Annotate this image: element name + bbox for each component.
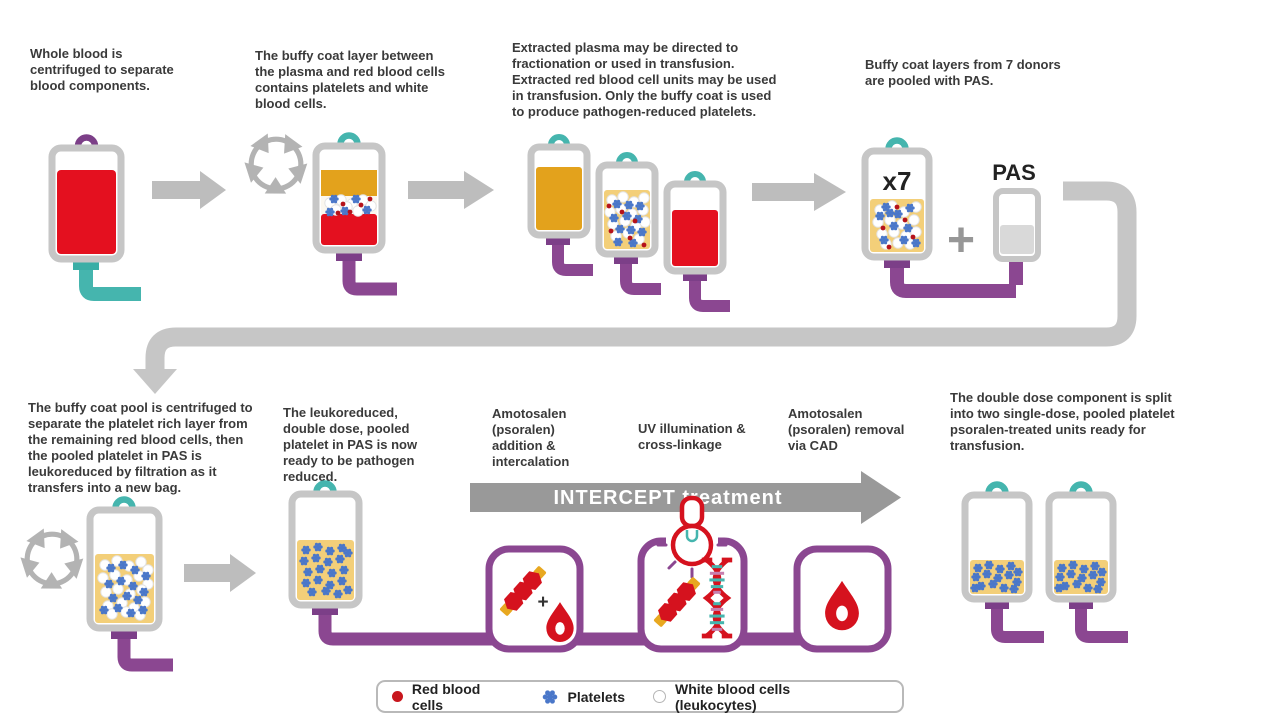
pooled-buffy-bag-x7: x7 [861, 137, 1023, 298]
bag-tube [1075, 608, 1128, 643]
bag-tube [991, 608, 1044, 643]
flow-arrow-3 [752, 173, 846, 211]
legend-label: Red blood cells [411, 680, 481, 713]
step-2-text: The buffy coat layer between the plasma … [255, 48, 445, 111]
plus-icon: + [537, 592, 548, 613]
amotosalen-addition-box: + [485, 545, 584, 653]
step-9-text: Amotosalen (psoralen) removal via CAD [788, 406, 905, 453]
flow-arrow-2 [408, 171, 494, 209]
intercept-label: INTERCEPT treatment [553, 487, 782, 509]
red-cell-fill [672, 210, 718, 266]
final-platelet-bag-2 [1045, 481, 1128, 643]
step-5-text: The buffy coat pool is centrifuged to se… [28, 400, 253, 495]
step-7-text: Amotosalen (psoralen) addition & interca… [492, 406, 570, 469]
uv-illumination-box [637, 495, 748, 653]
plasma-layer [321, 170, 377, 196]
step-10-text: The double dose component is split into … [950, 390, 1175, 453]
bag-tube [342, 260, 397, 296]
pas-bag [993, 188, 1041, 262]
legend-item-platelets: Platelets [542, 689, 625, 705]
whole-blood-bag [48, 134, 141, 301]
bag-tube [117, 638, 173, 672]
whole-blood-fill [57, 170, 116, 254]
plus-icon: + [947, 214, 975, 267]
final-platelet-bag-1 [961, 481, 1044, 643]
treatment-tube [318, 613, 884, 646]
step-3-text: Extracted plasma may be directed to frac… [512, 40, 777, 119]
platelet-icon [543, 689, 558, 704]
plasma-fill [536, 167, 582, 230]
pipe-arrowhead [133, 369, 177, 394]
buffy-pool-bag [86, 496, 173, 672]
bag-tube [890, 258, 1023, 298]
step-4-text: Buffy coat layers from 7 donors are pool… [865, 57, 1061, 88]
red-cell-layer [321, 214, 377, 245]
legend-item-red-blood-cells: Red blood cells [392, 681, 514, 713]
transfer-pipe [133, 181, 1137, 394]
white-blood-cell-icon [653, 690, 666, 703]
buffy-coat-bag [595, 152, 661, 295]
legend-item-white-blood-cells: White blood cells (leukocytes) [653, 681, 874, 713]
pas-label: PAS [992, 160, 1036, 185]
red-blood-cell-icon [392, 691, 403, 702]
plasma-bag [527, 134, 593, 276]
bag-tube [689, 280, 730, 312]
legend-label: White blood cells (leukocytes) [674, 680, 791, 713]
flow-arrow-1 [152, 171, 226, 209]
uv-bulb-icon [656, 495, 728, 579]
centrifuge-icon [13, 525, 89, 599]
pas-fill [1000, 225, 1034, 254]
red-cell-bag [663, 171, 730, 312]
bag-tube [620, 263, 661, 295]
step-6-text: The leukoreduced, double dose, pooled pl… [283, 405, 418, 484]
x7-label: x7 [883, 166, 912, 196]
step-8-text: UV illumination & cross-linkage [638, 421, 746, 452]
flow-arrow-4 [184, 554, 256, 592]
leukoreduced-platelet-bag [288, 480, 884, 646]
centrifuge-icon [237, 130, 313, 204]
legend: Red blood cells Platelets White blood ce… [376, 680, 904, 713]
amotosalen-removal-box [793, 545, 892, 653]
separated-blood-bag [312, 132, 397, 296]
bag-tube [552, 244, 593, 276]
step-1-text: Whole blood is centrifuged to separate b… [30, 46, 174, 93]
legend-label: Platelets [567, 688, 626, 705]
bag-tube [79, 266, 141, 301]
